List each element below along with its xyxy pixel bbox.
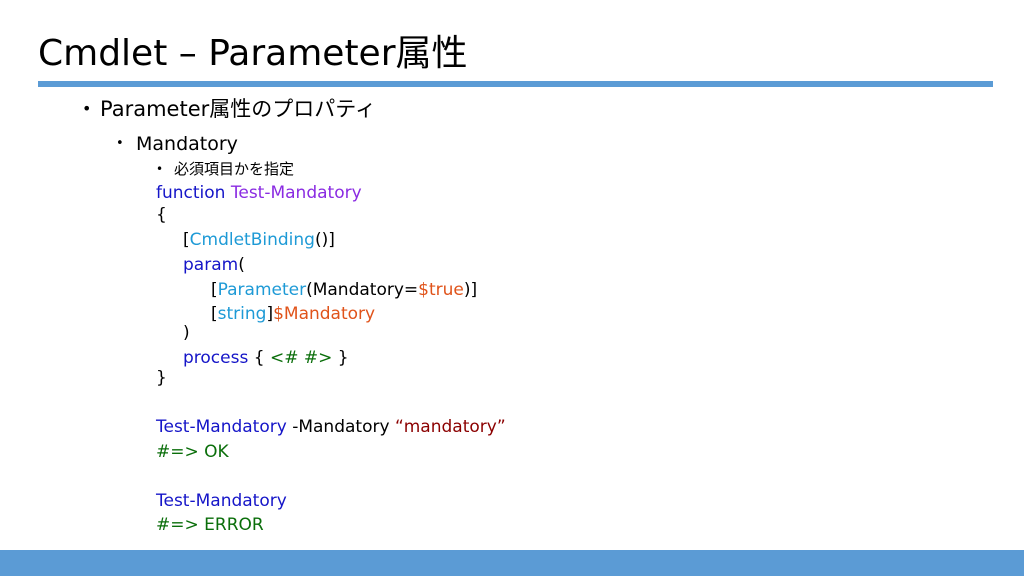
code-line-param: param( <box>183 253 245 277</box>
bullet-dot: • <box>116 136 124 151</box>
code-paren: ( <box>238 255 245 275</box>
code-parameter: -Mandatory <box>286 417 395 437</box>
code-line-parameter-attr: [Parameter(Mandatory=$true)] <box>211 278 477 302</box>
bullet-dot: • <box>82 99 92 118</box>
code-line-string-param: [string]$Mandatory <box>211 302 375 326</box>
code-bracket: [ <box>211 280 218 300</box>
code-line-process: process { <# #> } <box>183 346 349 370</box>
bullet-dot: • <box>156 162 164 176</box>
code-bracket: [ <box>183 230 190 250</box>
code-line-result-ok: #=> OK <box>156 442 229 462</box>
bullet-text: Mandatory <box>136 133 238 155</box>
code-attribute: Parameter <box>217 280 307 300</box>
code-line-open-brace: { <box>156 205 167 225</box>
code-attribute: CmdletBinding <box>189 230 315 250</box>
code-line-call-no-arg: Test-Mandatory <box>156 491 287 511</box>
code-brace: { <box>253 348 270 368</box>
code-comment: <# #> <box>269 348 333 368</box>
code-keyword: function <box>156 183 226 203</box>
code-line-call-with-arg: Test-Mandatory -Mandatory “mandatory” <box>156 415 506 439</box>
slide-title: Cmdlet – Parameter属性 <box>38 33 468 74</box>
code-bracket: [ <box>211 304 218 324</box>
bullet-text: Parameter属性のプロパティ <box>100 97 376 121</box>
code-line-function: function Test-Mandatory <box>156 181 362 205</box>
code-keyword: param <box>183 255 239 275</box>
bullet-text: 必須項目かを指定 <box>174 160 295 178</box>
code-bracket: ()] <box>314 230 335 250</box>
code-line-result-error: #=> ERROR <box>156 515 264 535</box>
code-variable: $true <box>418 280 464 300</box>
code-command: Test-Mandatory <box>156 417 287 437</box>
code-bracket: )] <box>463 280 478 300</box>
code-variable: $Mandatory <box>273 304 376 324</box>
code-keyword: process <box>183 348 249 368</box>
code-brace: } <box>332 348 349 368</box>
code-string: “mandatory” <box>394 417 506 437</box>
code-line-close-paren: ) <box>183 323 190 343</box>
footer-band <box>0 550 1024 576</box>
title-underline <box>38 81 993 87</box>
code-function-name: Test-Mandatory <box>230 183 362 203</box>
code-line-close-brace: } <box>156 368 167 388</box>
code-argument: (Mandatory= <box>306 280 419 300</box>
code-bracket: ] <box>266 304 274 324</box>
code-type: string <box>217 304 267 324</box>
code-line-cmdletbinding: [CmdletBinding()] <box>183 228 335 252</box>
